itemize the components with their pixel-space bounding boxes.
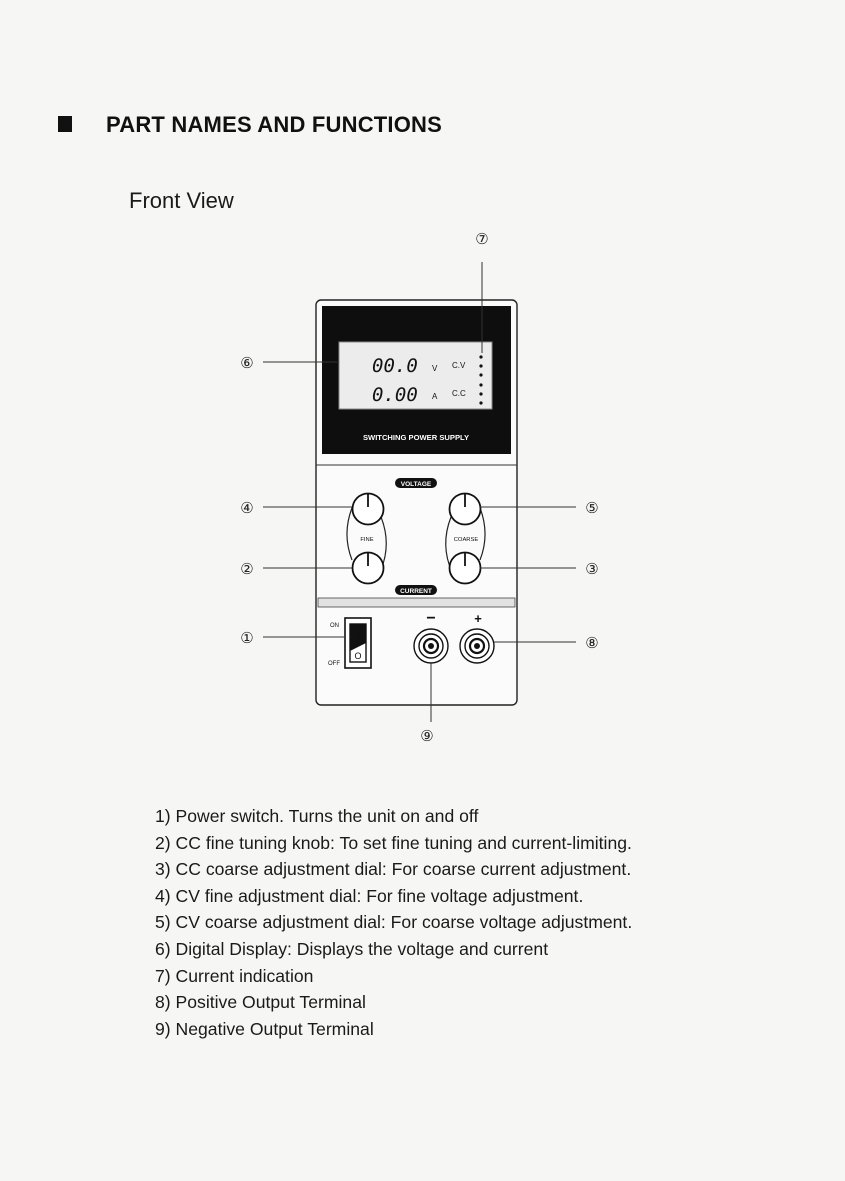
voltage-badge-label: VOLTAGE <box>401 481 432 488</box>
indicator-dot <box>479 392 483 396</box>
list-item: 7) Current indication <box>155 965 314 986</box>
voltage-reading: 00.0 <box>372 355 418 377</box>
negative-symbol: − <box>426 610 435 627</box>
cv-label: C.V <box>452 361 466 370</box>
parts-list: 1) Power switch. Turns the unit on and o… <box>155 803 632 1042</box>
list-item: 8) Positive Output Terminal <box>155 992 366 1013</box>
callout-2: ② <box>240 560 253 578</box>
list-item: 9) Negative Output Terminal <box>155 1018 374 1039</box>
digital-display: 00.0 0.00 V A C.V C.C SWITCHING POWER SU… <box>322 306 511 454</box>
switch-on-mark: I <box>357 632 360 642</box>
cc-indicator-dot <box>479 383 483 387</box>
coarse-label: COARSE <box>454 537 479 543</box>
current-unit: A <box>432 392 438 401</box>
current-reading: 0.00 <box>372 384 418 406</box>
callout-8: ⑧ <box>585 634 598 652</box>
list-item: 5) CV coarse adjustment dial: For coarse… <box>155 912 633 933</box>
callout-6: ⑥ <box>240 354 253 372</box>
heading-bullet <box>58 116 72 132</box>
list-item: 3) CC coarse adjustment dial: For coarse… <box>155 859 632 880</box>
positive-terminal[interactable] <box>459 628 495 664</box>
fine-label: FINE <box>360 537 373 543</box>
switch-on-label: ON <box>330 623 339 629</box>
power-switch[interactable]: I O <box>344 617 372 669</box>
positive-symbol: + <box>474 611 482 626</box>
cv-indicator-dot <box>479 355 483 359</box>
section-title: PART NAMES AND FUNCTIONS <box>106 112 443 137</box>
switch-off-mark: O <box>354 651 361 661</box>
brand-label: SWITCHING POWER SUPPLY <box>363 433 469 442</box>
list-item: 4) CV fine adjustment dial: For fine vol… <box>155 885 584 906</box>
cv-fine-knob[interactable] <box>351 492 385 526</box>
panel-ledge <box>317 597 516 608</box>
current-badge <box>395 585 437 595</box>
indicator-dot <box>479 401 483 405</box>
callout-7: ⑦ <box>475 230 488 248</box>
callout-1: ① <box>240 629 253 647</box>
callout-9: ⑨ <box>420 727 433 745</box>
callout-3: ③ <box>585 560 598 578</box>
callout-4: ④ <box>240 499 253 517</box>
cv-coarse-knob[interactable] <box>448 492 482 526</box>
front-view-label: Front View <box>129 188 234 213</box>
indicator-dot <box>479 373 483 377</box>
cc-fine-knob[interactable] <box>351 551 385 585</box>
switch-off-label: OFF <box>328 661 340 667</box>
callout-5: ⑤ <box>585 499 598 517</box>
cc-coarse-knob[interactable] <box>448 551 482 585</box>
list-item: 6) Digital Display: Displays the voltage… <box>155 938 549 959</box>
list-item: 2) CC fine tuning knob: To set fine tuni… <box>155 832 632 853</box>
leader-lines <box>263 262 576 722</box>
negative-terminal[interactable] <box>413 628 449 664</box>
cc-label: C.C <box>452 389 466 398</box>
indicator-dot <box>479 364 483 368</box>
voltage-badge <box>395 478 437 488</box>
list-item: 1) Power switch. Turns the unit on and o… <box>155 806 479 826</box>
current-badge-label: CURRENT <box>400 588 432 595</box>
voltage-unit: V <box>432 364 438 373</box>
